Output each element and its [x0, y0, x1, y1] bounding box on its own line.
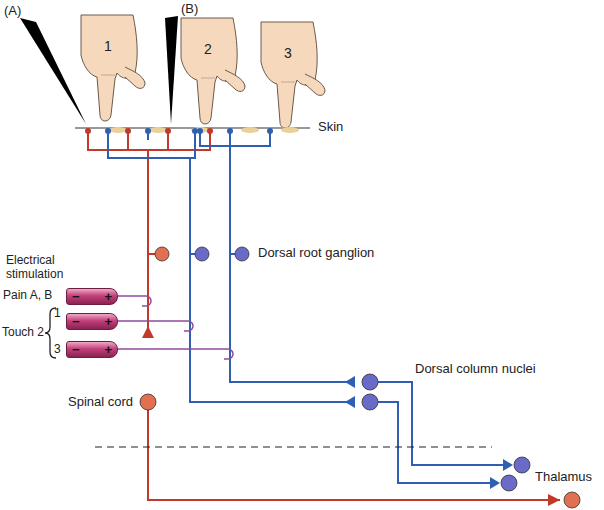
- finger-1: [81, 15, 145, 121]
- touch-fibres: [108, 131, 503, 483]
- electrode: −+: [66, 313, 118, 330]
- electrode: −+: [66, 288, 118, 305]
- receptor-ovals: [109, 127, 299, 133]
- polarity-sign: −: [72, 343, 80, 356]
- polarity-sign: +: [104, 315, 112, 328]
- stimulation-label: Electrical stimulation: [6, 254, 84, 282]
- polarity-sign: +: [104, 290, 112, 303]
- structure-label: Dorsal root ganglion: [258, 246, 374, 261]
- electrode: −+: [66, 341, 118, 358]
- structure-label: Spinal cord: [68, 395, 133, 410]
- polarity-sign: −: [72, 315, 80, 328]
- finger-number: 2: [204, 41, 212, 57]
- finger-number: 1: [104, 38, 112, 54]
- stimulation-label: Touch 2: [2, 326, 44, 340]
- needle-label: (B): [181, 2, 198, 17]
- needle-label: (A): [4, 4, 21, 19]
- electrode-number: 1: [54, 307, 61, 321]
- finger-2: [181, 18, 245, 124]
- electrode-wires: [118, 296, 233, 359]
- needle-a: [20, 18, 86, 124]
- polarity-sign: +: [104, 343, 112, 356]
- structure-label: Skin: [318, 120, 343, 135]
- finger-number: 3: [284, 45, 292, 61]
- structure-label: Thalamus: [535, 470, 592, 485]
- cell-bodies: [140, 247, 580, 508]
- needle-b: [165, 16, 178, 124]
- stimulation-label: Pain A, B: [3, 289, 52, 303]
- midline: [95, 446, 492, 447]
- structure-label: Dorsal column nuclei: [415, 362, 536, 377]
- polarity-sign: −: [72, 290, 80, 303]
- electrode-number: 3: [54, 343, 61, 357]
- finger-3: [261, 22, 325, 128]
- pain-fibre: [88, 131, 560, 500]
